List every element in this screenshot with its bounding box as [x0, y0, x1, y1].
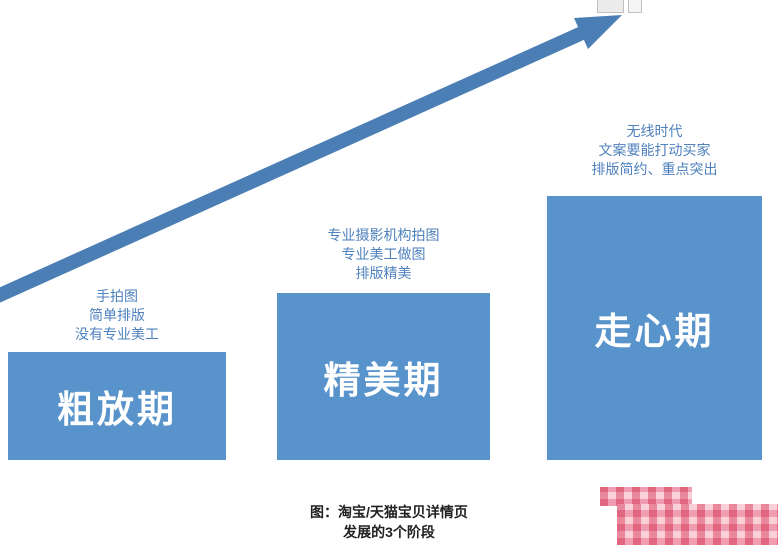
watermark-mosaic	[600, 487, 692, 506]
caption-line: 发展的3个阶段	[343, 524, 435, 540]
description-line: 无线时代	[626, 123, 683, 139]
description-line: 专业美工做图	[341, 246, 426, 262]
description-line: 没有专业美工	[75, 326, 159, 342]
stage-2-label: 精美期	[323, 359, 444, 401]
figure-caption: 图：淘宝/天猫宝贝详情页 发展的3个阶段	[0, 502, 778, 542]
stage-2-bar: 精美期	[277, 293, 490, 460]
watermark-mosaic	[617, 504, 778, 545]
window-fragment	[628, 0, 642, 13]
stage-1-label: 粗放期	[57, 389, 177, 430]
description-line: 简单排版	[89, 307, 145, 323]
stage-1-bar: 粗放期	[8, 352, 226, 460]
stage-3-label: 走心期	[594, 311, 715, 352]
description-line: 排版精美	[355, 265, 412, 281]
window-fragment	[597, 0, 624, 13]
description-line: 专业摄影机构拍图	[327, 227, 440, 243]
stage-3-description: 无线时代 文案要能打动买家 排版简约、重点突出	[547, 122, 762, 179]
description-line: 文案要能打动买家	[598, 142, 711, 158]
description-line: 手拍图	[96, 288, 138, 304]
description-line: 排版简约、重点突出	[591, 161, 718, 177]
stage-2-description: 专业摄影机构拍图 专业美工做图 排版精美	[277, 226, 490, 283]
caption-line: 图：淘宝/天猫宝贝详情页	[310, 504, 468, 520]
stage-1-description: 手拍图 简单排版 没有专业美工	[8, 287, 226, 344]
stage-3-bar: 走心期	[547, 196, 762, 460]
